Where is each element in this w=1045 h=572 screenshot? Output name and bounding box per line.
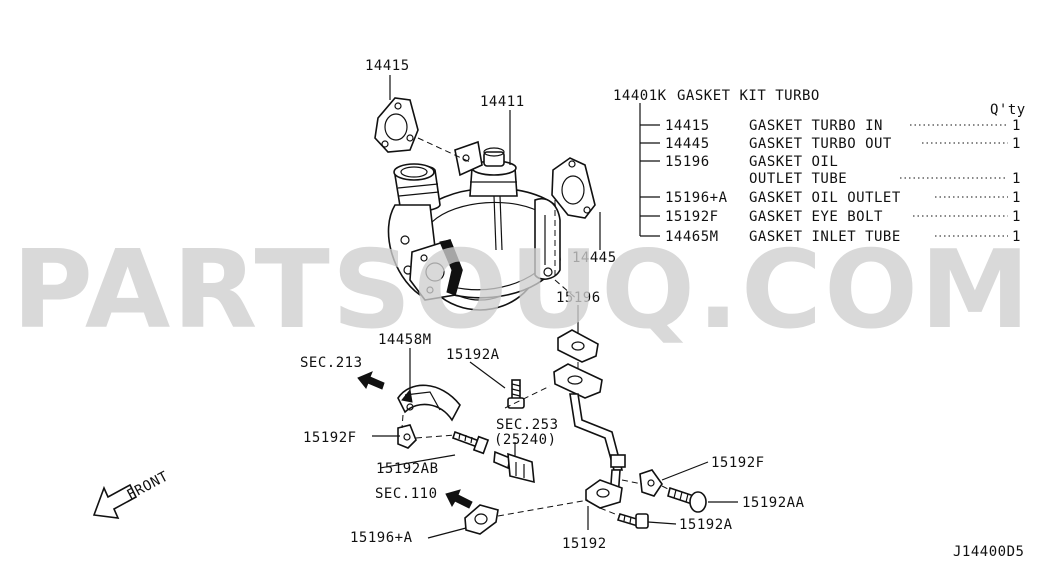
eye-bolt-15192aa[interactable] [667,486,707,513]
kit-name: GASKET KIT TURBO [677,88,820,104]
callout-15192f-right: 15192F [711,455,765,471]
kit-item-part: 15196 [665,154,710,170]
callout-15196a: 15196+A [350,530,413,546]
callout-15192f-left: 15192F [303,430,357,446]
callout-15192a-bottom: 15192A [679,517,733,533]
callout-sec-253[interactable]: SEC.253 [496,417,559,433]
callout-14458m: 14458M [378,332,432,348]
kit-item-desc-line2: OUTLET TUBE [749,171,847,187]
gasket-oil-outlet[interactable] [464,504,499,535]
kit-item-part: 15192F [665,209,719,225]
bolt-15192ab[interactable] [451,430,490,455]
sec-110-arrow [445,489,473,509]
kit-item-desc: GASKET TURBO OUT [749,136,892,152]
kit-tree-lines [639,103,1008,237]
kit-item-qty: 1 [1012,136,1021,152]
oil-outlet-tube[interactable] [553,363,626,509]
gasket-kit-list: 14401K GASKET KIT TURBO Q'ty 14415 GASKE… [613,88,1026,245]
kit-item-desc: GASKET OIL OUTLET [749,190,901,206]
callout-sec-253-sub: (25240) [494,432,557,448]
turbocharger-assembly[interactable] [387,140,561,311]
gasket-turbo-in[interactable] [374,97,419,153]
heat-shield[interactable] [397,384,461,422]
kit-item-part: 15196+A [665,190,728,206]
callout-15192: 15192 [562,536,607,552]
kit-item-qty: 1 [1012,171,1021,187]
callout-15192aa: 15192AA [742,495,805,511]
callout-14415: 14415 [365,58,410,74]
kit-item-part: 14445 [665,136,710,152]
leader-lines [372,75,738,539]
sec-213-arrow [357,371,385,390]
callout-15192a-top: 15192A [446,347,500,363]
kit-qty-header: Q'ty [990,102,1026,118]
callout-sec-213[interactable]: SEC.213 [300,355,363,371]
callout-14445: 14445 [572,250,617,266]
diagram-code: J14400D5 [953,544,1024,560]
sensor-sec-253[interactable] [493,450,535,484]
kit-item-desc: GASKET OIL [749,154,838,170]
gasket-eye-bolt-left[interactable] [397,424,417,449]
kit-code: 14401K [613,88,667,104]
kit-item-part: 14415 [665,118,710,134]
kit-item-qty: 1 [1012,118,1021,134]
callout-15196: 15196 [556,290,601,306]
callout-sec-110[interactable]: SEC.110 [375,486,438,502]
kit-item-desc: GASKET INLET TUBE [749,229,901,245]
callout-15192ab: 15192AB [376,461,439,477]
gasket-turbo-out[interactable] [551,157,596,219]
bolt-15192a-top[interactable] [507,379,525,409]
kit-item-qty: 1 [1012,190,1021,206]
front-label: FRONT [124,468,171,503]
kit-item-part: 14465M [665,229,719,245]
callout-14411: 14411 [480,94,525,110]
kit-item-desc: GASKET TURBO IN [749,118,883,134]
kit-item-qty: 1 [1012,209,1021,225]
gasket-oil-outlet-tube[interactable] [557,329,599,363]
kit-item-desc: GASKET EYE BOLT [749,209,883,225]
gasket-eye-bolt-right[interactable] [639,469,663,497]
kit-item-qty: 1 [1012,229,1021,245]
front-arrow-icon [92,483,138,519]
bolt-15192a-bottom[interactable] [616,513,649,529]
watermark-text: PARTSOUQ.COM [12,228,1032,353]
